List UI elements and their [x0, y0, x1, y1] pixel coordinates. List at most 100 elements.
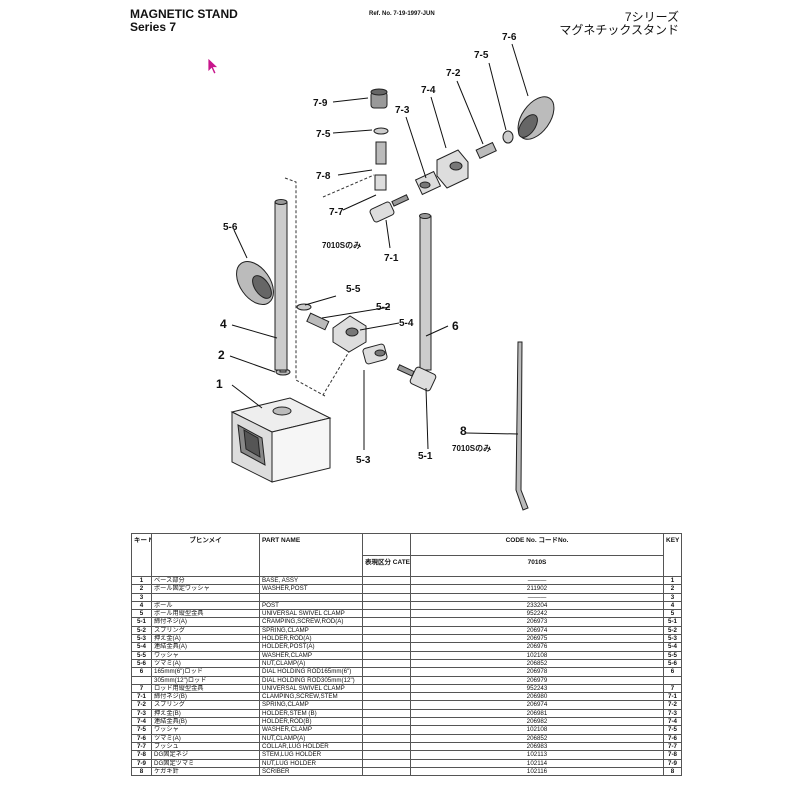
cell-key-no: 7-3 — [663, 708, 682, 719]
callout-2: 2 — [218, 348, 225, 362]
header-key-jp: キー No. — [131, 533, 152, 577]
cell-category — [362, 700, 411, 710]
callout-7-8: 7-8 — [316, 171, 331, 182]
cell-key-no: 5-3 — [663, 634, 682, 644]
cell-key: 7-6 — [131, 733, 152, 743]
reference-number: Ref. No. 7-19-1997-JUN — [369, 11, 435, 17]
cell-key: 8 — [131, 766, 152, 777]
callout-7-1: 7-1 — [384, 253, 399, 264]
cell-key-no: 2 — [663, 584, 682, 594]
callout-7-5-left: 7-5 — [316, 129, 331, 140]
cell-key: 7-1 — [131, 692, 152, 702]
collar-lug-holder — [374, 174, 387, 191]
callout-6: 6 — [452, 319, 459, 333]
cell-part-name: HOLDER,ROD(B) — [259, 717, 363, 727]
cell-key-no: 3 — [663, 592, 682, 602]
cell-key-no: 5-6 — [663, 658, 682, 669]
holder-rod-a — [362, 343, 388, 365]
cell-key: 7-5 — [131, 725, 152, 735]
cell-code: ——— — [410, 575, 664, 586]
cell-key-no: 7-4 — [663, 717, 682, 727]
stem-lug-holder — [375, 141, 387, 165]
cell-key-no — [663, 675, 682, 685]
callout-7-3: 7-3 — [395, 105, 410, 116]
base-assembly — [230, 397, 332, 483]
cell-key-no: 4 — [663, 600, 682, 611]
exploded-diagram: 1 2 4 6 8 5-6 5-5 5-2 5-4 5-3 5-1 7-9 7-… — [216, 32, 555, 511]
cell-name-jp: スプリング — [151, 625, 260, 636]
cell-key: 5-1 — [131, 617, 152, 627]
cell-code: 206979 — [410, 675, 664, 685]
cell-key-no: 5 — [663, 609, 682, 619]
cell-key: 7 — [131, 683, 152, 694]
callout-7-6: 7-6 — [502, 32, 517, 43]
cell-name-jp: 締付ネジ(B) — [151, 692, 260, 702]
cell-name-jp: ブッシュ — [151, 741, 260, 752]
cell-key-no: 7-8 — [663, 750, 682, 760]
cell-category — [362, 667, 411, 677]
cell-category — [362, 634, 411, 644]
cell-key-no: 7-9 — [663, 758, 682, 768]
note-7010s-only-b: 7010Sのみ — [452, 444, 491, 453]
cell-category — [362, 766, 411, 777]
cell-part-name: HOLDER,POST(A) — [259, 642, 363, 652]
table-header-row: キー No. ブヒンメイ PART NAME CODE No. コードNo. K… — [131, 533, 682, 577]
cell-name-jp: 締付ネジ(A) — [151, 617, 260, 627]
cell-part-name: DIAL HOLDING ROD305mm(12") — [259, 675, 363, 685]
cell-name-jp: ケガキ針 — [151, 766, 260, 777]
header-code: CODE No. コードNo. — [410, 533, 664, 556]
cell-category — [362, 692, 411, 702]
header-category: 表現区分 CATEGORY — [362, 554, 411, 577]
cell-category — [362, 758, 411, 768]
cell-name-jp: ワッシャ — [151, 650, 260, 660]
scriber — [515, 341, 529, 511]
callout-4: 4 — [220, 317, 227, 331]
jp-series-label: 7シリーズ — [624, 10, 679, 24]
cell-name-jp: DG固定ツマミ — [151, 758, 260, 768]
cell-key-no: 5-4 — [663, 642, 682, 652]
cell-category — [362, 575, 411, 586]
cell-part-name: NUT,CLAMP(A) — [259, 658, 363, 669]
cell-key-no: 6 — [663, 667, 682, 677]
cell-key: 5-2 — [131, 625, 152, 636]
cell-category — [362, 592, 411, 602]
cell-part-name: UNIVERSAL SWIVEL CLAMP — [259, 609, 363, 619]
cell-name-jp: ロッド用縦型金具 — [151, 683, 260, 694]
cell-key-no: 7-7 — [663, 741, 682, 752]
cell-key-no: 5-5 — [663, 650, 682, 660]
cell-code: 102108 — [410, 650, 664, 660]
header-code-7010s: 7010S — [410, 554, 664, 577]
cell-part-name: SPRING,CLAMP — [259, 700, 363, 710]
cell-key-no: 7 — [663, 683, 682, 694]
header-category-top — [362, 533, 411, 556]
cell-key: 5-4 — [131, 642, 152, 652]
cell-category — [362, 708, 411, 719]
cell-key-no: 7-1 — [663, 692, 682, 702]
cell-code: 206974 — [410, 625, 664, 636]
cell-part-name: WASHER,POST — [259, 584, 363, 594]
cell-key: 7-8 — [131, 750, 152, 760]
cell-name-jp: 押え金(A) — [151, 634, 260, 644]
cell-name-jp: 連結金具(B) — [151, 717, 260, 727]
callout-8: 8 — [460, 424, 467, 438]
cell-key-no: 7-5 — [663, 725, 682, 735]
callout-5-3: 5-3 — [356, 455, 371, 466]
holder-stem-b — [414, 170, 442, 196]
cell-code: 952242 — [410, 609, 664, 619]
cell-part-name — [259, 592, 363, 602]
